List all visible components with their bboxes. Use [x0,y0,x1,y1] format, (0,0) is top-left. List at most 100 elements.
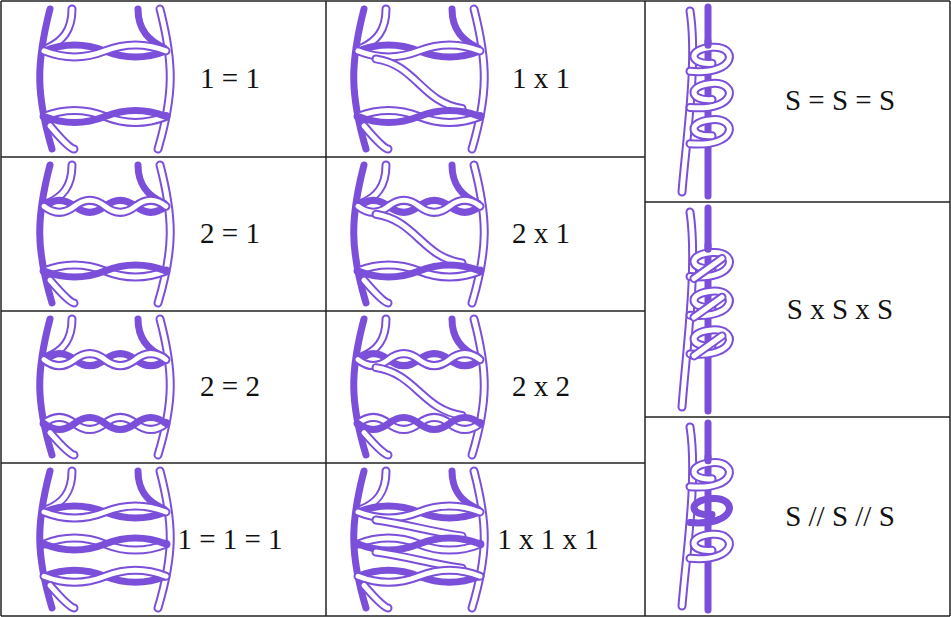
dark-strand [44,506,166,518]
white-strand-outline [364,126,388,149]
dark-strand [358,570,480,582]
white-strand-outline [44,506,166,518]
white-strand-outline [694,336,722,356]
table-rule [325,1,327,616]
white-strand [694,259,722,279]
white-strand-outline [364,280,388,303]
white-strand [690,83,729,107]
white-strand [50,126,74,149]
white-strand [364,280,388,303]
white-strand-outline [358,110,480,122]
white-strand [472,9,484,149]
white-strand [158,319,170,455]
table-rule [1,0,950,2]
table-cell-label: 1 x 1 x 1 [497,524,599,556]
table-rule [1,462,645,464]
white-strand [44,45,166,57]
dark-strand [690,498,729,522]
white-strand [690,534,729,558]
white-strand-outline [472,165,484,303]
white-strand-outline [44,110,166,122]
dark-strand [44,265,166,277]
table-cell-label: 2 x 1 [512,218,570,250]
white-strand [682,427,693,606]
white-strand [690,120,729,144]
white-strand-outline [472,9,484,149]
white-strand-outline [376,368,462,416]
white-strand-outline [44,354,166,366]
white-strand-outline [44,538,166,550]
white-strand [472,319,484,455]
table-cell-label: 2 = 1 [200,218,260,250]
knot-illustration [354,165,485,303]
white-strand [158,9,170,149]
white-strand-outline [50,585,74,608]
white-strand-outline [358,570,480,582]
white-strand [358,265,480,277]
white-strand [376,368,462,416]
table-rule [645,201,950,203]
table-rule [1,310,645,312]
table-cell-label: 2 = 2 [200,371,260,403]
white-strand [358,417,480,429]
white-strand [376,214,462,263]
dark-strand [705,245,712,249]
dark-strand [358,265,480,277]
table-cell-label: 1 = 1 = 1 [177,524,282,556]
white-strand-outline [690,463,729,487]
coil-illustration [682,7,729,196]
white-strand-outline [358,417,480,429]
table-cell-label: S // S // S [785,501,895,533]
dark-strand [44,538,166,550]
table-rule [1,615,950,617]
dark-strand [358,110,480,122]
table-cell-label: 1 = 1 [200,63,260,95]
dark-strand [44,354,166,366]
white-strand-outline [44,45,166,57]
white-strand [364,433,388,455]
table-rule [645,416,950,418]
white-strand-outline [690,47,729,71]
table-cell-label: 1 x 1 [512,63,570,95]
table-rule [644,1,646,616]
white-strand [158,165,170,303]
white-strand-outline [472,319,484,455]
white-strand-outline [50,280,74,303]
white-strand [44,110,166,122]
white-strand-outline [50,433,74,455]
white-strand [358,570,480,582]
white-strand [50,433,74,455]
table-cell-label: S x S x S [787,294,893,326]
white-strand [682,11,693,192]
white-strand-outline [358,265,480,277]
white-strand-outline [158,319,170,455]
white-strand [44,200,166,212]
knot-illustration [40,165,171,303]
white-strand [358,110,480,122]
white-strand [682,212,693,407]
white-strand [694,297,722,317]
dark-strand [44,570,166,582]
white-strand-outline [44,265,166,277]
dark-strand [705,41,712,45]
white-strand [694,336,722,356]
white-strand [364,126,388,149]
knot-illustration [40,9,171,149]
white-strand [44,265,166,277]
white-strand-outline [158,9,170,149]
coil-illustration [682,208,729,411]
white-strand-outline [694,259,722,279]
knot-illustration [354,319,485,455]
knot-illustration [40,319,171,455]
table-cell-label: S = S = S [785,85,895,117]
white-strand-outline [44,417,166,429]
white-strand [44,506,166,518]
knot-illustration [354,9,485,149]
white-strand [44,354,166,366]
table-rule [0,1,2,616]
white-strand [690,47,729,71]
table-rule [949,1,951,616]
white-strand-outline [690,120,729,144]
white-strand-outline [690,83,729,107]
